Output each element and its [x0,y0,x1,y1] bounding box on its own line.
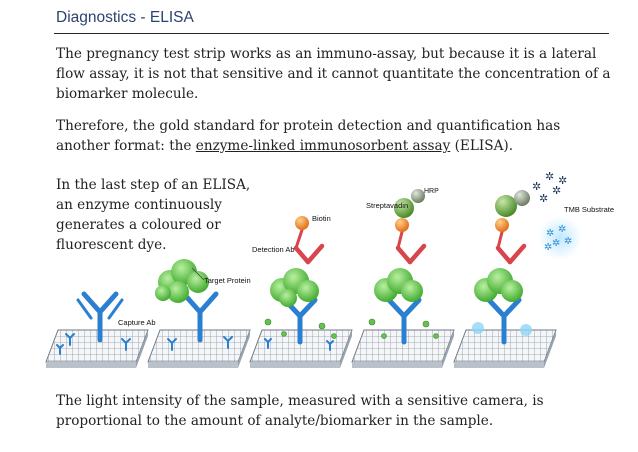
svg-text:✲: ✲ [552,185,561,197]
panel-target-protein: Target Protein [147,259,251,368]
elisa-text-after: (ELISA). [450,138,514,154]
svg-text:✲: ✲ [539,193,548,205]
label-biotin: Biotin [312,214,331,223]
svg-text:✲: ✲ [545,171,554,183]
panel-tmb-substrate: ✲✲✲ ✲✲ ✲✲✲ ✲✲ TMB Substrate [453,171,614,368]
elisa-link[interactable]: enzyme-linked immunosorbent assay [195,138,451,154]
target-protein-blob [155,259,209,303]
svg-text:✲: ✲ [532,181,541,193]
title-underline [54,33,609,34]
label-streptavadin: Streptavadin [366,201,408,210]
svg-text:✲: ✲ [544,242,552,253]
elisa-paragraph: Therefore, the gold standard for protein… [56,116,616,156]
svg-text:✲: ✲ [546,228,554,239]
label-target-protein: Target Protein [204,276,251,285]
svg-text:✲: ✲ [564,236,572,247]
svg-text:✲: ✲ [552,238,560,249]
biotin-ball [295,216,309,230]
svg-text:✲: ✲ [558,175,567,187]
intro-paragraph: The pregnancy test strip works as an imm… [56,46,611,102]
enzyme-paragraph: In the last step of an ELISA, an enzyme … [56,177,251,253]
svg-text:✲: ✲ [558,224,566,235]
conclusion-paragraph: The light intensity of the sample, measu… [56,393,544,429]
label-capture-ab: Capture Ab [118,318,156,327]
panel-capture-antibody: Capture Ab [45,291,156,368]
label-detection-ab: Detection Ab [252,245,295,254]
slide-title: Diagnostics - ELISA [56,9,194,26]
label-hrp: HRP [424,188,439,195]
fluorescent-glow [538,216,582,260]
hrp-ball [411,189,425,203]
panel-detection-antibody: Biotin Detection Ab [249,214,353,368]
label-tmb-substrate: TMB Substrate [564,205,614,214]
streptavidin-ball [394,198,414,218]
elisa-text-before: Therefore, the gold standard for protein… [56,118,561,154]
panel-streptavidin: Streptavadin HRP [351,188,455,368]
